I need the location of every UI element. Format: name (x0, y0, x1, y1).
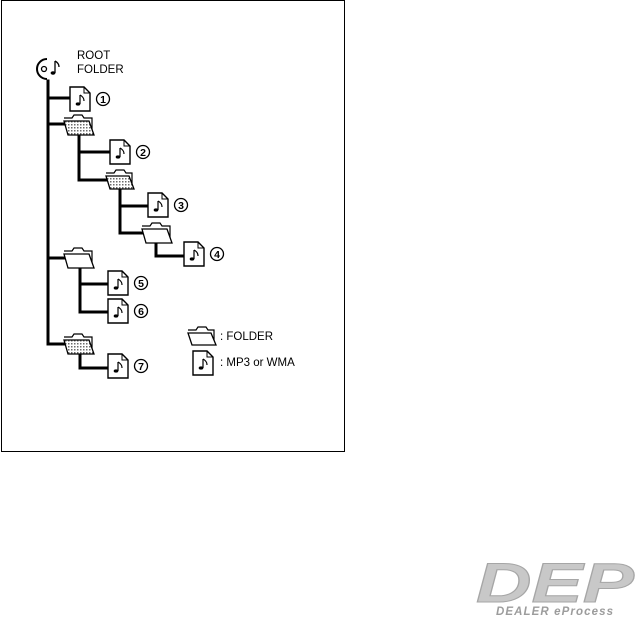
folder-icon (105, 169, 135, 190)
legend-file-text: : MP3 or WMA (220, 357, 295, 369)
root-folder-label-line2: FOLDER (77, 64, 124, 76)
root-folder-label-line1: ROOT (77, 50, 111, 62)
mp3-file-icon-2 (109, 139, 131, 165)
folder-icon (63, 333, 95, 355)
svg-text:3: 3 (178, 200, 184, 212)
mp3-file-icon-7 (107, 353, 129, 379)
svg-text:2: 2 (140, 147, 146, 159)
svg-text:5: 5 (138, 278, 144, 290)
track-number-badge-7: 7 (133, 358, 149, 374)
folder-icon (63, 247, 95, 269)
mp3-file-icon-3 (147, 192, 169, 218)
legend-mp3-file-icon (192, 350, 214, 376)
legend-folder-text: : FOLDER (220, 331, 274, 343)
svg-text:1: 1 (100, 94, 106, 106)
track-number-badge-5: 5 (133, 275, 149, 291)
svg-text:7: 7 (138, 361, 144, 373)
folder-icon (63, 114, 95, 136)
track-number-badge-3: 3 (173, 197, 189, 213)
mp3-file-icon-5 (107, 270, 129, 296)
dep-logo-letters: DEP (476, 556, 635, 614)
svg-text:4: 4 (214, 249, 220, 261)
diagram-frame: 1 2 3 4 5 6 7 ROOT FOLDER : FOLDER : MP3 or WM… (1, 0, 345, 452)
dep-logo: DEP (476, 556, 636, 615)
dep-logo-tagline: DEALER eProcess (495, 606, 615, 618)
mp3-file-icon-1 (69, 86, 91, 112)
track-number-badge-2: 2 (135, 144, 151, 160)
folder-tree-diagram: 1 2 3 4 5 6 7 (36, 58, 225, 379)
folder-icon (141, 222, 173, 244)
tree-connectors (46, 79, 186, 370)
track-number-badge-6: 6 (133, 303, 149, 319)
svg-text:6: 6 (138, 306, 144, 318)
mp3-file-icon-6 (107, 298, 129, 324)
track-number-badge-4: 4 (209, 246, 225, 262)
mp3-file-icon-4 (183, 241, 205, 267)
root-cd-icon (36, 58, 60, 80)
legend-folder-icon (187, 326, 217, 346)
track-number-badge-1: 1 (95, 91, 111, 107)
